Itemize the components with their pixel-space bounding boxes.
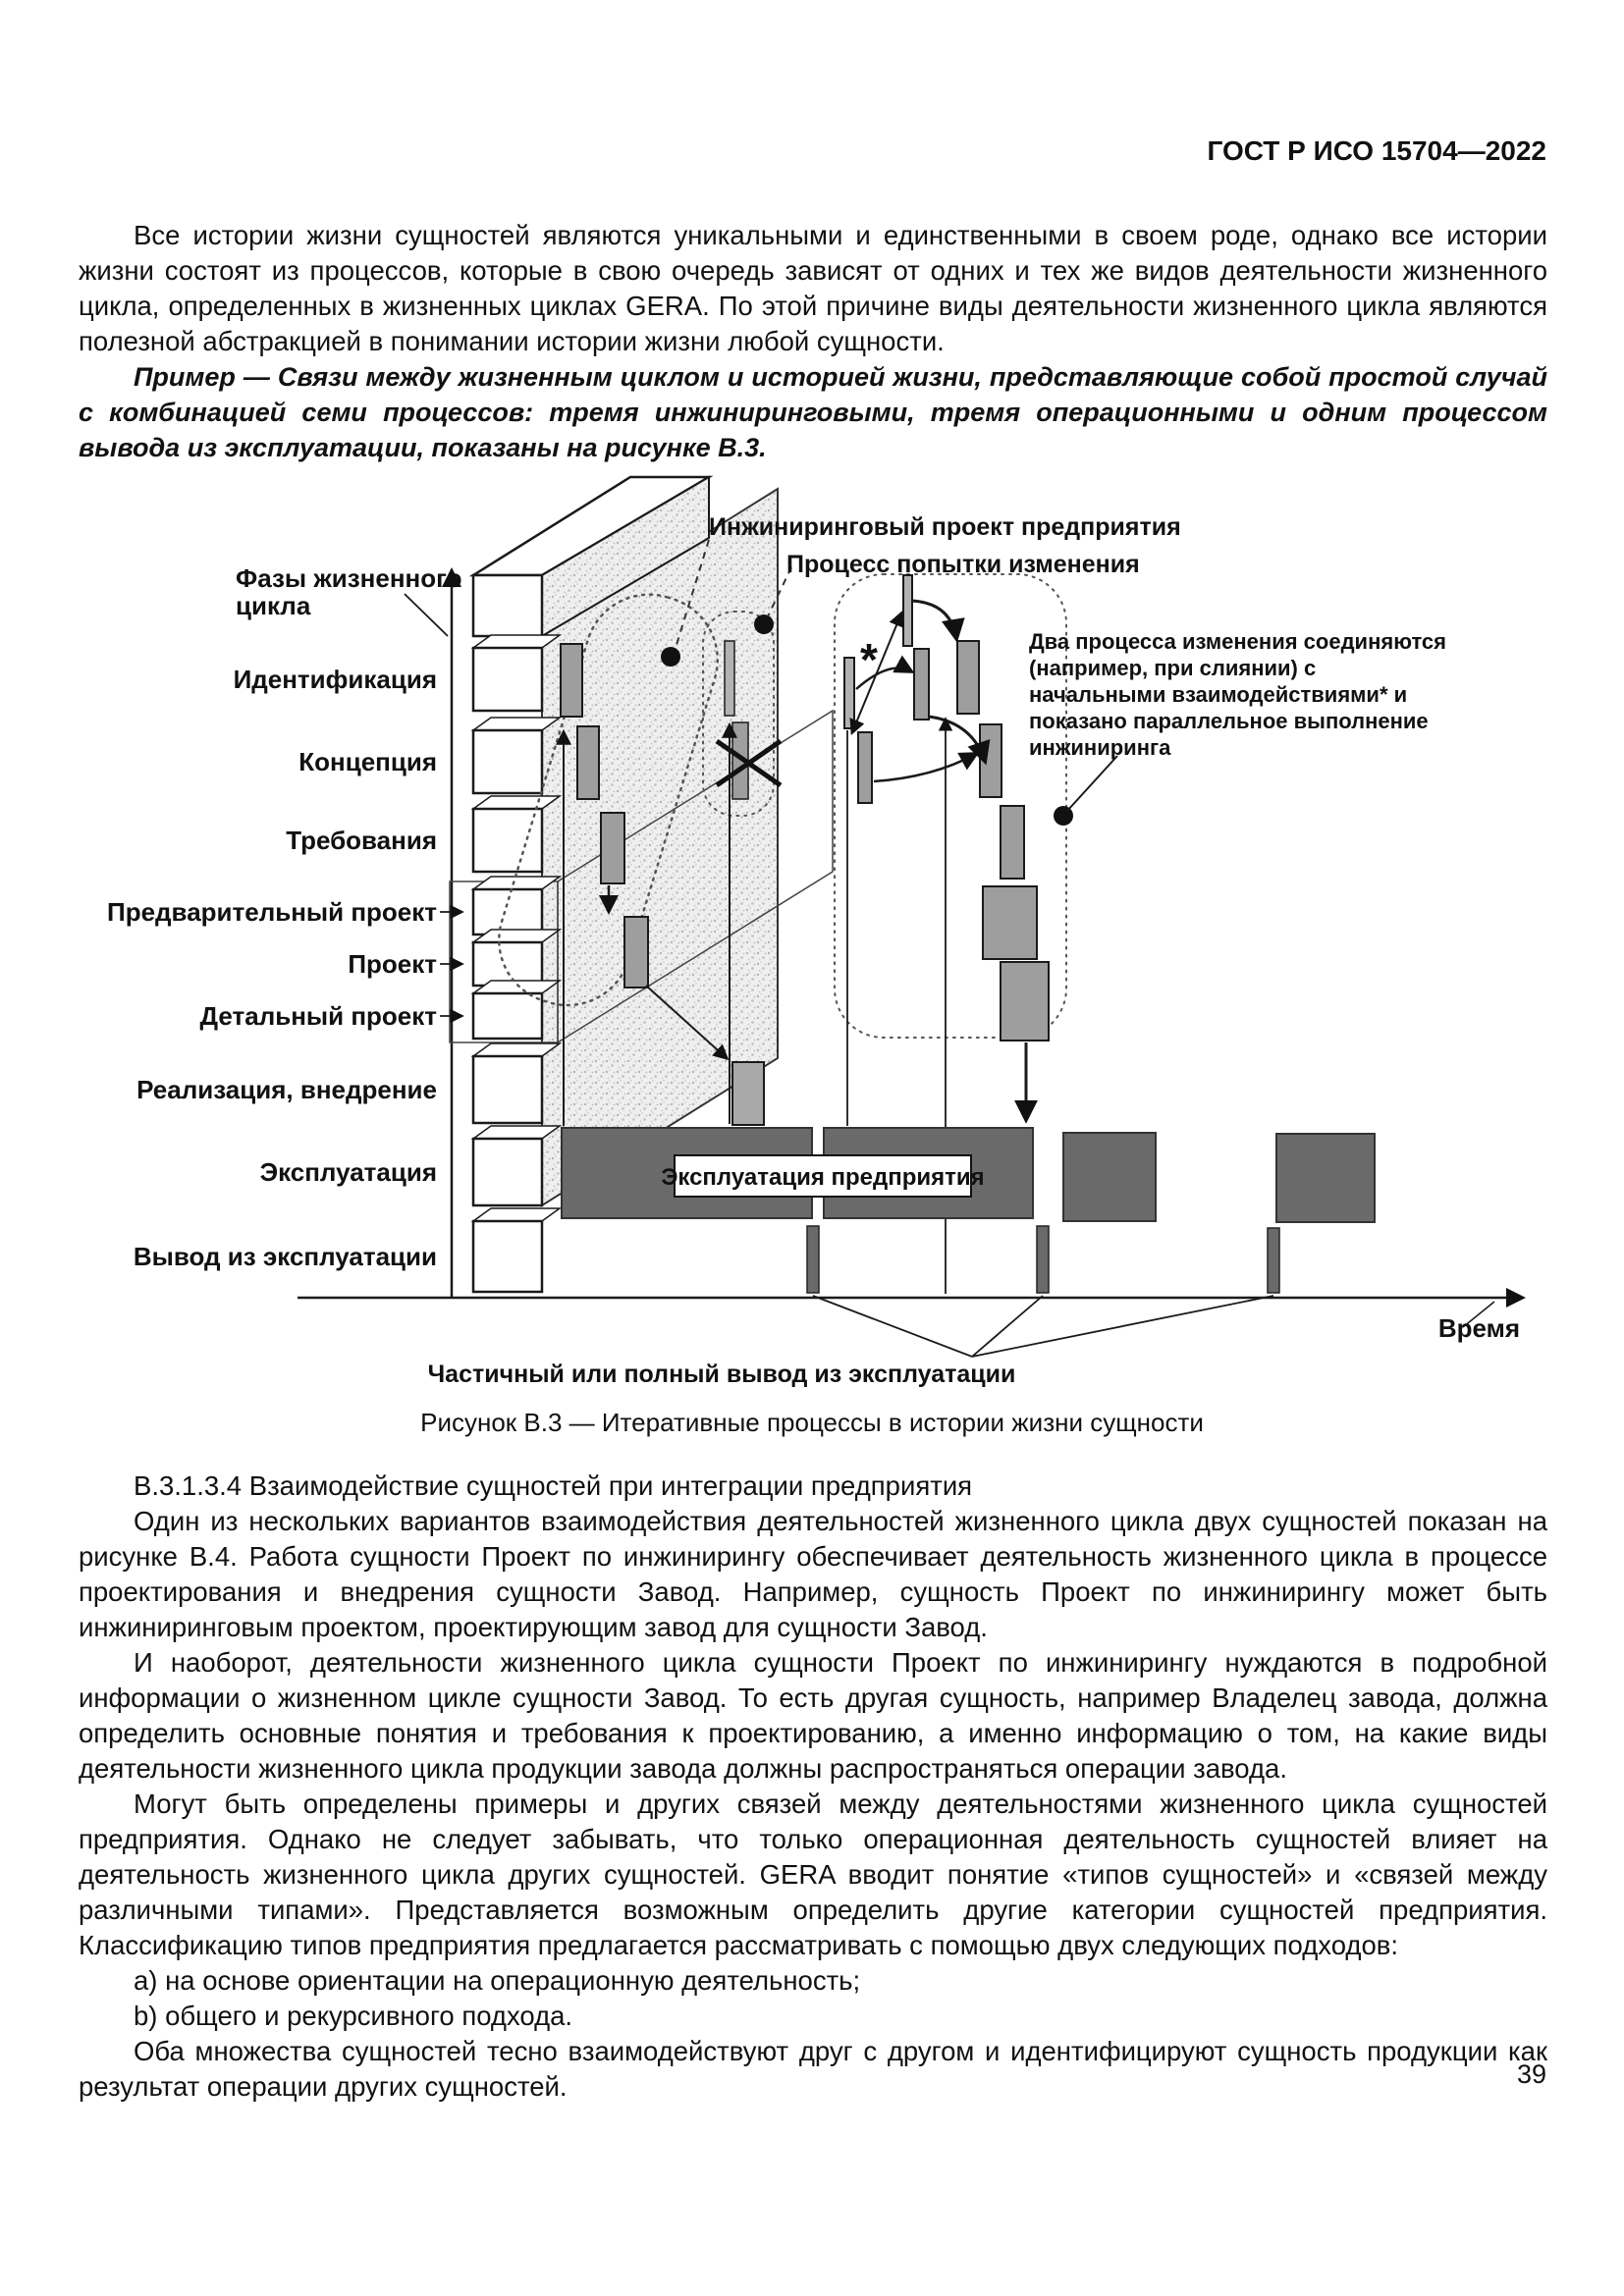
page-header: ГОСТ Р ИСО 15704—2022 bbox=[1207, 135, 1546, 166]
annotation-line-1: Два процесса изменения соединяются bbox=[1029, 629, 1446, 654]
operation-label: Эксплуатация предприятия bbox=[661, 1164, 984, 1191]
time-tick bbox=[1462, 1301, 1495, 1328]
merge-activity-bars bbox=[843, 574, 1050, 1041]
merge-arc-1 bbox=[910, 599, 965, 643]
time-axis-label: Время bbox=[1438, 1313, 1520, 1343]
paragraph-4: Могут быть определены примеры и других с… bbox=[79, 1789, 1547, 1960]
phase-boxes bbox=[470, 634, 563, 1294]
figure-b3-diagram: * Эксплуатация предприятия bbox=[107, 475, 1526, 1388]
merge-arc-3 bbox=[928, 715, 991, 766]
merge-boundary-dotted bbox=[834, 573, 1067, 1039]
decommission-bar-2 bbox=[1036, 1225, 1050, 1294]
annotation-leader bbox=[1066, 755, 1118, 812]
paragraph-3: И наоборот, деятельности жизненного цикл… bbox=[79, 1647, 1547, 1784]
phase-label-design: Проект bbox=[348, 949, 437, 979]
cancel-x-icon bbox=[715, 738, 783, 788]
phases-title-line1: Фазы жизненного bbox=[236, 563, 461, 593]
project-connector-dot bbox=[661, 647, 680, 667]
annotation-line-4: показано параллельное выполнение bbox=[1029, 709, 1429, 733]
annotation-line-3: начальными взаимодействиями* и bbox=[1029, 682, 1407, 707]
lifecycle-stack bbox=[440, 475, 834, 1294]
bottom-label: Частичный или полный вывод из эксплуатац… bbox=[428, 1361, 1016, 1388]
phases-title-leader bbox=[404, 593, 449, 637]
implementation-bar bbox=[731, 1061, 765, 1126]
merge-arc-2 bbox=[855, 655, 915, 690]
design-label-leaders bbox=[440, 904, 464, 1024]
paragraph-1: Все истории жизни сущностей являются уни… bbox=[79, 220, 1547, 356]
project-boundary-dotted bbox=[498, 593, 720, 1007]
operation-bar-3 bbox=[1062, 1132, 1157, 1222]
top-slab-front bbox=[471, 573, 544, 638]
phase-label-implementation: Реализация, внедрение bbox=[136, 1075, 437, 1104]
section-heading: В.3.1.3.4 Взаимодействие сущностей при и… bbox=[134, 1470, 973, 1501]
figure-labels: Фазы жизненного цикла Идентификация Конц… bbox=[107, 513, 1520, 1388]
phase-label-identification: Идентификация bbox=[234, 665, 437, 694]
phase-label-requirements: Требования bbox=[286, 826, 437, 855]
attempt-connector-dot bbox=[754, 614, 774, 634]
page-number: 39 bbox=[1516, 2059, 1546, 2089]
operation-label-box bbox=[674, 1154, 972, 1198]
attempt-boundary-dotted bbox=[702, 611, 775, 817]
bottom-label-leaders bbox=[812, 1295, 1274, 1358]
body-text: В.3.1.3.4 Взаимодействие сущностей при и… bbox=[79, 1468, 1547, 2105]
axes bbox=[298, 567, 1526, 1328]
operation-bar-4 bbox=[1275, 1133, 1376, 1223]
top-label2-leader bbox=[767, 566, 792, 617]
annotation-line-2: (например, при слиянии) с bbox=[1029, 656, 1316, 680]
engineering-project-cascade bbox=[498, 539, 765, 1126]
top-label-engineering-project: Инжиниринговый проект предприятия bbox=[709, 513, 1181, 541]
decommission-bar-1 bbox=[806, 1225, 820, 1294]
paragraph-2: Один из нескольких вариантов взаимодейст… bbox=[79, 1506, 1547, 1642]
figure-caption: Рисунок В.3 — Итеративные процессы в ист… bbox=[420, 1408, 1204, 1437]
phase-label-concept: Концепция bbox=[298, 747, 437, 776]
paragraph-5: Оба множества сущностей тесно взаимодейс… bbox=[79, 2036, 1547, 2102]
merging-change-processes: * bbox=[834, 573, 1118, 1294]
intro-text: Все истории жизни сущностей являются уни… bbox=[79, 218, 1547, 465]
example-paragraph: Пример — Связи между жизненным циклом и … bbox=[79, 362, 1547, 462]
phase-label-operation: Эксплуатация bbox=[260, 1157, 437, 1187]
phase-label-detailed-design: Детальный проект bbox=[200, 1001, 438, 1031]
attempt-bar-1 bbox=[724, 640, 735, 717]
top-label-change-attempt: Процесс попытки изменения bbox=[786, 551, 1140, 578]
phase-label-preliminary-design: Предварительный проект bbox=[107, 897, 437, 927]
top-label1-leader bbox=[675, 539, 710, 649]
list-item-a: a) на основе ориентации на операционную … bbox=[134, 1965, 861, 1996]
operation-row: Эксплуатация предприятия bbox=[561, 1127, 1376, 1223]
to-implementation-arrow bbox=[645, 985, 730, 1061]
decommission-row bbox=[806, 1225, 1280, 1358]
decommission-bar-3 bbox=[1267, 1227, 1280, 1294]
attempted-change-process bbox=[702, 566, 792, 1124]
annotation-line-5: инжиниринга bbox=[1029, 735, 1171, 760]
list-item-b: b) общего и рекурсивного подхода. bbox=[134, 2001, 573, 2031]
activity-bars bbox=[560, 643, 649, 988]
phases-title-line2: цикла bbox=[236, 591, 311, 620]
phase-label-decommission: Вывод из эксплуатации bbox=[134, 1242, 437, 1271]
merge-arc-4 bbox=[873, 752, 980, 783]
